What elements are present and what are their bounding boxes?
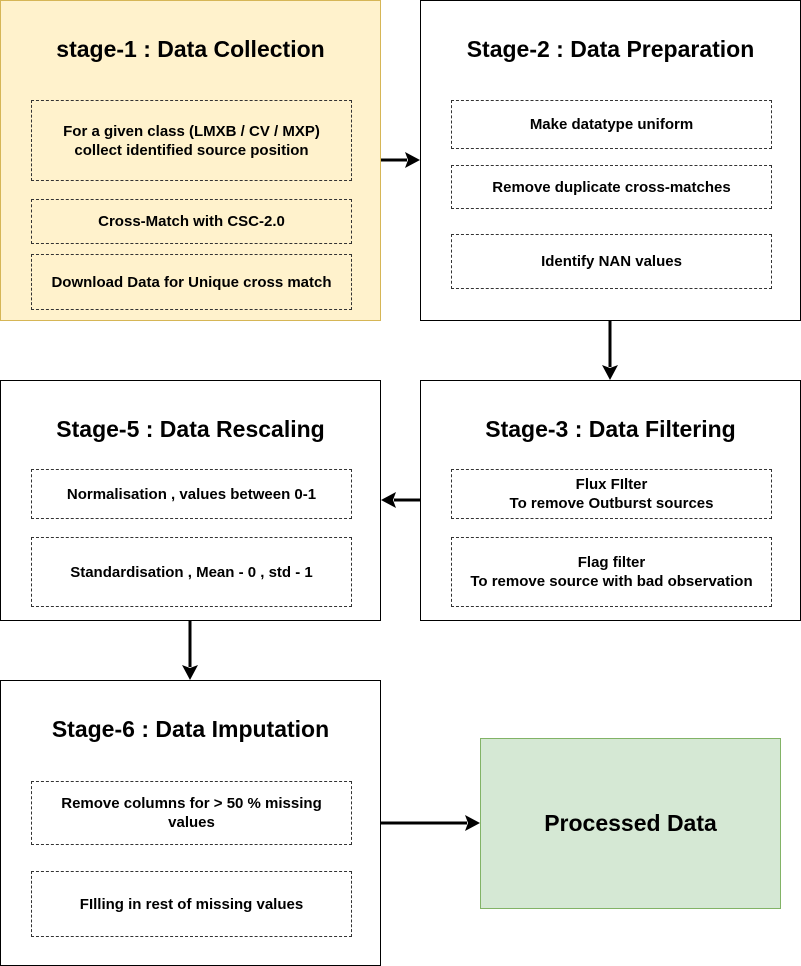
- stage-3-title: Stage-3 : Data Filtering: [485, 416, 736, 442]
- processed-data-box: Processed Data: [480, 738, 781, 909]
- stage-3-step-flux-filter: Flux FIlter To remove Outburst sources: [451, 469, 772, 519]
- stage-6-step-remove-columns: Remove columns for > 50 % missing values: [31, 781, 352, 845]
- stage-2-step-duplicates: Remove duplicate cross-matches: [451, 165, 772, 209]
- stage-6-step-fill-missing: FIlling in rest of missing values: [31, 871, 352, 937]
- stage-1-step-cross-match: Cross-Match with CSC-2.0: [31, 199, 352, 244]
- stage-3-box: Stage-3 : Data Filtering Flux FIlter To …: [420, 380, 801, 621]
- stage-5-title: Stage-5 : Data Rescaling: [56, 416, 325, 442]
- arrowhead-stage6-to-result: [465, 815, 480, 831]
- arrowhead-stage1-to-stage2: [405, 152, 420, 168]
- stage-1-step-download: Download Data for Unique cross match: [31, 254, 352, 310]
- processed-data-label: Processed Data: [544, 810, 717, 836]
- stage-5-step-standardisation: Standardisation , Mean - 0 , std - 1: [31, 537, 352, 607]
- stage-1-title: stage-1 : Data Collection: [56, 36, 325, 62]
- stage-5-step-normalisation: Normalisation , values between 0-1: [31, 469, 352, 519]
- stage-2-title: Stage-2 : Data Preparation: [466, 36, 755, 62]
- arrowhead-stage5-to-stage6: [182, 665, 198, 680]
- stage-1-box: stage-1 : Data Collection For a given cl…: [0, 0, 381, 321]
- stage-1-step-collect-positions: For a given class (LMXB / CV / MXP) coll…: [31, 100, 352, 181]
- stage-2-box: Stage-2 : Data Preparation Make datatype…: [420, 0, 801, 321]
- stage-6-box: Stage-6 : Data Imputation Remove columns…: [0, 680, 381, 966]
- stage-3-step-flag-filter: Flag filter To remove source with bad ob…: [451, 537, 772, 607]
- stage-5-box: Stage-5 : Data Rescaling Normalisation ,…: [0, 380, 381, 621]
- stage-2-step-nan: Identify NAN values: [451, 234, 772, 289]
- arrowhead-stage2-to-stage3: [602, 365, 618, 380]
- stage-2-step-datatype: Make datatype uniform: [451, 100, 772, 149]
- stage-6-title: Stage-6 : Data Imputation: [51, 716, 330, 742]
- arrowhead-stage3-to-stage5: [381, 492, 396, 508]
